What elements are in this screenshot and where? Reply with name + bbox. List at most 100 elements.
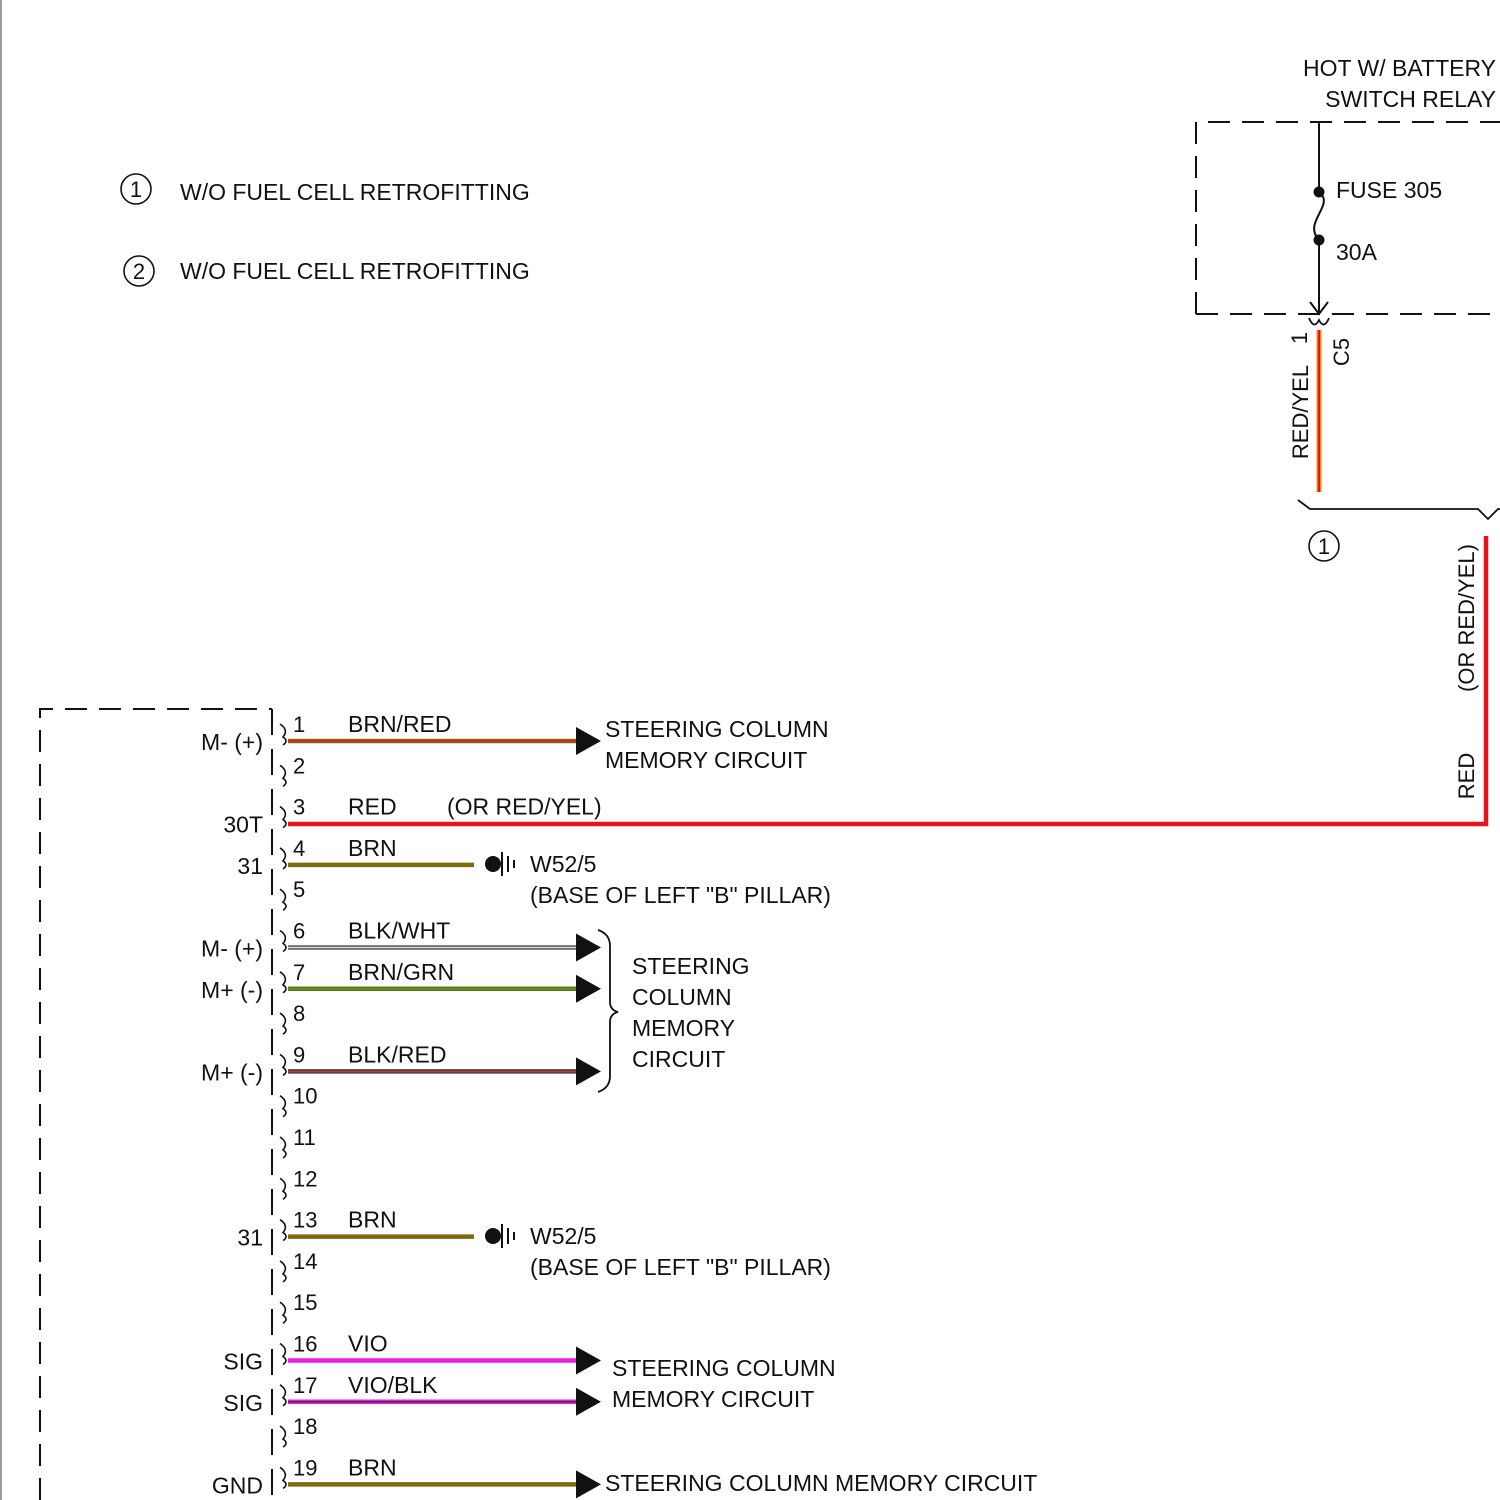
- destination-line: MEMORY CIRCUIT: [612, 1386, 814, 1412]
- pin-number: 16: [293, 1332, 317, 1357]
- pin-number: 19: [293, 1455, 317, 1480]
- wire-color-label: BRN/RED: [348, 711, 452, 737]
- pin-number: 6: [293, 919, 305, 944]
- ground-location: (BASE OF LEFT "B" PILLAR): [530, 882, 831, 908]
- terminal-label: 31: [237, 1225, 263, 1251]
- destination-line: MEMORY: [632, 1015, 735, 1041]
- wire-color-label: BRN: [348, 835, 397, 861]
- wire-color-label: VIO: [348, 1331, 388, 1357]
- terminal-label: 31: [237, 853, 263, 879]
- arrow-icon: [576, 727, 601, 755]
- ground-point-2: W52/5 (BASE OF LEFT "B" PILLAR): [485, 1223, 831, 1280]
- pin-number: 4: [293, 836, 305, 861]
- pin-number: 8: [293, 1001, 305, 1026]
- option-bracket: [1298, 500, 1500, 519]
- connector-cavity-icon: [1309, 318, 1329, 325]
- notes-legend: 1 W/O FUEL CELL RETROFITTING 2 W/O FUEL …: [121, 174, 530, 286]
- fuse-name: FUSE 305: [1336, 177, 1442, 203]
- alt-wire-color: (OR RED/YEL): [1454, 544, 1479, 692]
- destination-line: COLUMN: [632, 984, 732, 1010]
- fuse-icon: [1314, 192, 1324, 240]
- pin-cavity-icon: [280, 1220, 286, 1241]
- connector-name: C5: [1329, 338, 1354, 366]
- terminal-label: M+ (-): [201, 977, 263, 1003]
- pin-number: 11: [293, 1125, 316, 1150]
- terminal-label: M- (+): [201, 729, 263, 755]
- pin-cavity-icon: [280, 1178, 286, 1199]
- pin-cavity-icon: [280, 1013, 286, 1034]
- pin-cavity-icon: [280, 1344, 286, 1365]
- destination-line: STEERING: [632, 953, 750, 979]
- pin-cavity-icon: [280, 972, 286, 993]
- group-brace: [598, 930, 618, 1092]
- wire-30t-red: [288, 536, 1486, 824]
- destination-3: STEERING COLUMN MEMORY CIRCUIT: [612, 1355, 836, 1412]
- pin-cavity-icon: [280, 1137, 286, 1158]
- terminal-label: GND: [212, 1472, 263, 1498]
- destination-line: STEERING COLUMN: [612, 1355, 836, 1381]
- pin-number: 12: [293, 1166, 317, 1191]
- pin-cavity-icon: [280, 1385, 286, 1406]
- terminal-label: 30T: [223, 812, 263, 838]
- terminal-label: M+ (-): [201, 1059, 263, 1085]
- arrow-icon: [576, 1470, 601, 1498]
- destination-line: STEERING COLUMN: [605, 716, 829, 742]
- note-text: W/O FUEL CELL RETROFITTING: [180, 258, 530, 284]
- pin-number: 14: [293, 1249, 317, 1274]
- ground-icon: [485, 856, 501, 872]
- destination-1: STEERING COLUMN MEMORY CIRCUIT: [605, 716, 829, 773]
- pin-number: 9: [293, 1042, 305, 1067]
- power-title-line2: SWITCH RELAY: [1325, 86, 1496, 112]
- destination-2: STEERING COLUMN MEMORY CIRCUIT: [598, 930, 750, 1092]
- pin-number: 15: [293, 1290, 317, 1315]
- main-wire-color: RED: [1454, 753, 1479, 799]
- terminal-label: SIG: [223, 1390, 263, 1416]
- destination-4: STEERING COLUMN MEMORY CIRCUIT: [605, 1470, 1037, 1496]
- note-marker: 2: [133, 259, 145, 284]
- module-connector: 12345678910111213141516171819: [280, 712, 317, 1488]
- ground-name: W52/5: [530, 1223, 596, 1249]
- relay-box-outline: [1196, 122, 1500, 314]
- note-text: W/O FUEL CELL RETROFITTING: [180, 179, 530, 205]
- pin-cavity-icon: [280, 724, 286, 745]
- arrow-icon: [576, 1347, 601, 1375]
- wire-color-label: RED: [348, 794, 397, 820]
- destination-line: STEERING COLUMN MEMORY CIRCUIT: [605, 1470, 1037, 1496]
- wire-color-label: BRN: [348, 1207, 397, 1233]
- pin-number: 18: [293, 1414, 317, 1439]
- arrow-icon: [576, 1057, 601, 1085]
- pin-number: 5: [293, 877, 305, 902]
- arrow-icon: [576, 975, 601, 1003]
- pin-number: 7: [293, 960, 305, 985]
- pin-number: 2: [293, 753, 305, 778]
- pin-number: 1: [293, 712, 305, 737]
- pin-number: 10: [293, 1084, 317, 1109]
- arrow-icon: [576, 934, 601, 962]
- connector-pin: 1: [1287, 332, 1312, 344]
- destination-line: MEMORY CIRCUIT: [605, 747, 807, 773]
- pin-cavity-icon: [280, 807, 286, 828]
- pin-cavity-icon: [280, 1096, 286, 1117]
- pin-cavity-icon: [280, 765, 286, 786]
- pin-cavity-icon: [280, 1302, 286, 1323]
- pin-cavity-icon: [280, 1426, 286, 1447]
- pin-cavity-icon: [280, 1467, 286, 1488]
- ground-name: W52/5: [530, 851, 596, 877]
- terminal-label: SIG: [223, 1349, 263, 1375]
- pin-cavity-icon: [280, 1054, 286, 1075]
- terminal-label: M- (+): [201, 936, 263, 962]
- wire-color-label: VIO/BLK: [348, 1372, 438, 1398]
- power-source: HOT W/ BATTERY SWITCH RELAY FUSE 305 30A…: [288, 55, 1500, 824]
- pin-number: 17: [293, 1373, 317, 1398]
- option-marker: 1: [1318, 534, 1330, 559]
- pin-number: 3: [293, 795, 305, 820]
- ground-location: (BASE OF LEFT "B" PILLAR): [530, 1254, 831, 1280]
- ground-point-1: W52/5 (BASE OF LEFT "B" PILLAR): [485, 851, 831, 908]
- wire-color-label: BRN/GRN: [348, 959, 454, 985]
- ground-icon: [485, 1228, 501, 1244]
- pin-cavity-icon: [280, 1261, 286, 1282]
- power-title-line1: HOT W/ BATTERY: [1303, 55, 1496, 81]
